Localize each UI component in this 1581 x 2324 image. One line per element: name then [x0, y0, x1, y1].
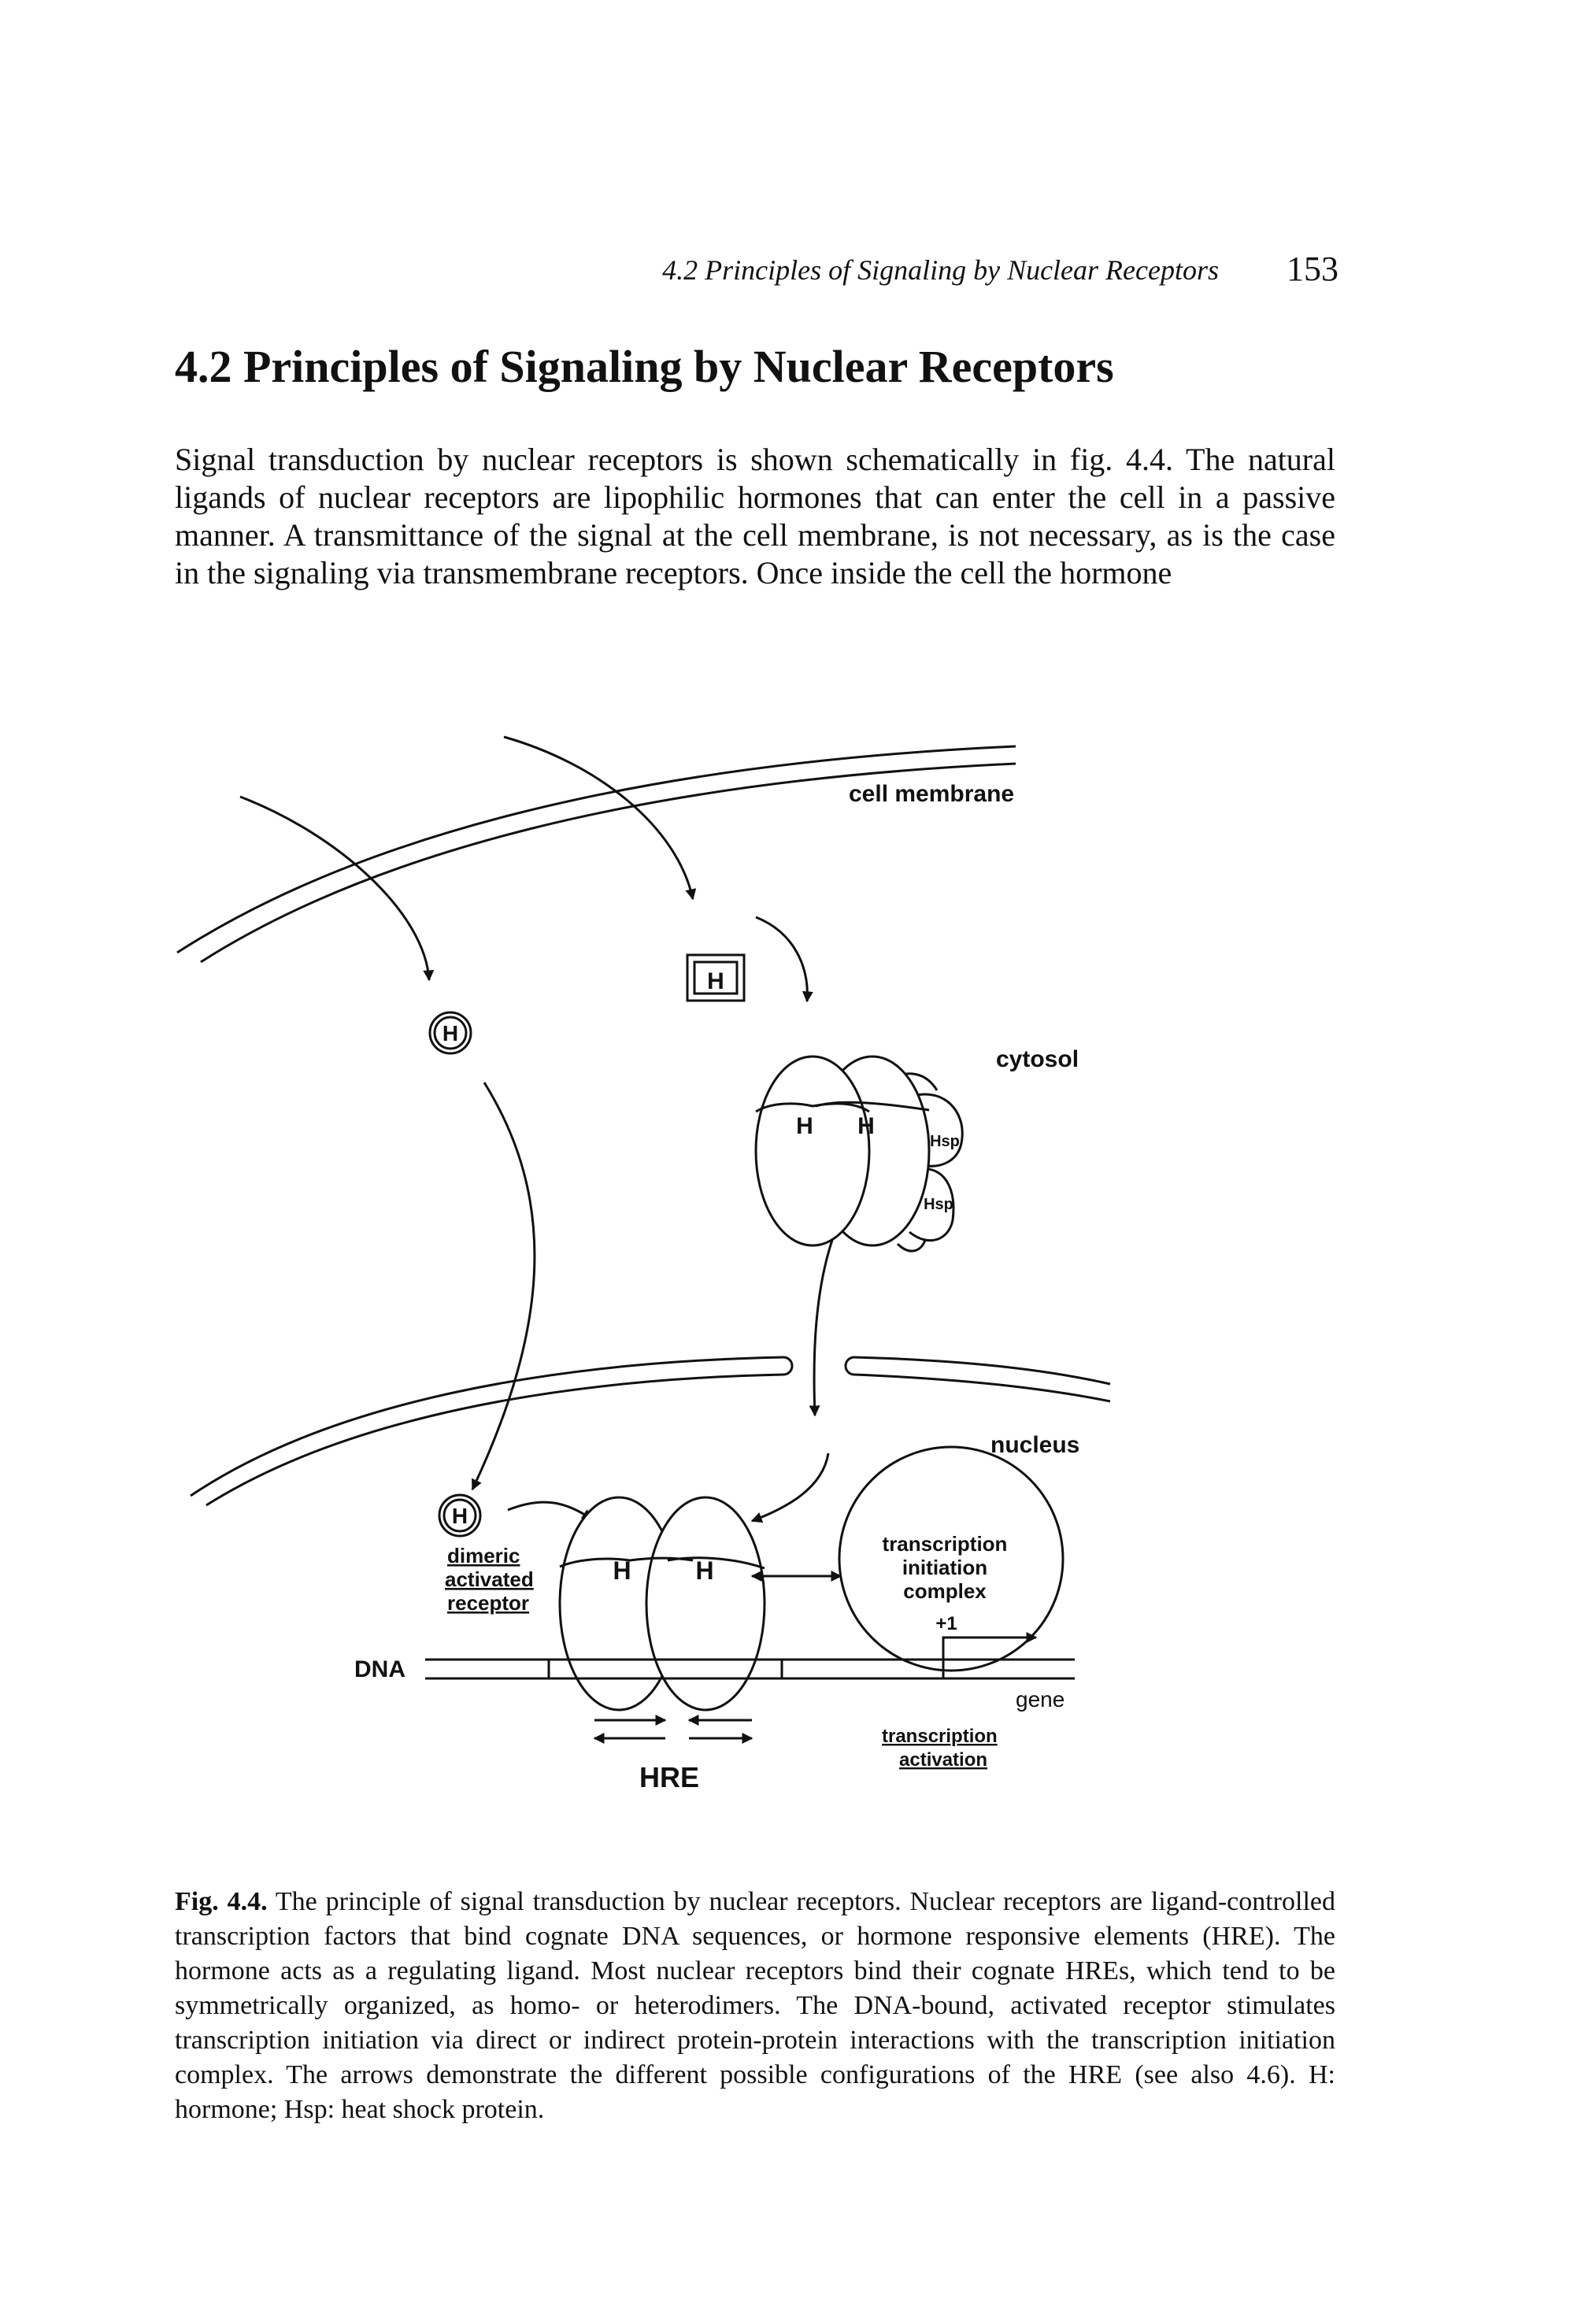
page-number: 153 [1287, 250, 1338, 288]
hormone-entry-arrow-left [239, 795, 435, 982]
hormone-label-dimer-2: H [695, 1556, 713, 1585]
hormone-label-box: H [707, 968, 724, 994]
label-tic-3: complex [903, 1579, 987, 1603]
label-nucleus: nucleus [990, 1432, 1079, 1458]
transcription-start-arrow [942, 1632, 1038, 1678]
hormone-circle-lower [438, 1493, 482, 1538]
hormone-label-upper: H [442, 1021, 458, 1045]
nuclear-envelope-outer [190, 1356, 784, 1497]
label-hre: HRE [639, 1761, 699, 1793]
caption-label: Fig. 4.4. [175, 1887, 268, 1916]
nuclear-envelope-right-outer [853, 1356, 1111, 1386]
label-cell-membrane: cell membrane [849, 781, 1014, 807]
hormone-box [686, 953, 746, 1002]
label-gene: gene [1016, 1687, 1064, 1712]
label-tic-2: initiation [902, 1556, 987, 1579]
nuclear-pore-right [844, 1356, 855, 1376]
hsp-protein-upper [913, 1093, 964, 1168]
hormone-entry-arrow-right [503, 735, 697, 901]
hormone-label-lower: H [452, 1504, 468, 1528]
label-cytosol: cytosol [996, 1046, 1079, 1072]
label-dimeric-3: receptor [447, 1591, 529, 1615]
cell-membrane-outer [176, 745, 1016, 954]
nuclear-envelope-inner [205, 1373, 784, 1507]
hormone-label-dimer-1: H [613, 1556, 631, 1585]
label-ta-2: activation [899, 1749, 987, 1771]
label-dna: DNA [354, 1656, 405, 1682]
caption-text: The principle of signal transduction by … [175, 1887, 1335, 2124]
running-head-title: 4.2 Principles of Signaling by Nuclear R… [662, 254, 1219, 286]
section-title: 4.2 Principles of Signaling by Nuclear R… [175, 341, 1114, 392]
hsp-label-upper: Hsp [930, 1133, 960, 1150]
hormone-circle-upper [428, 1011, 472, 1055]
nuclear-envelope-right-inner [853, 1373, 1111, 1403]
cell-membrane-inner [200, 762, 1016, 964]
label-ta-1: transcription [882, 1726, 998, 1747]
nuclear-pore-left [783, 1356, 794, 1376]
body-paragraph: Signal transduction by nuclear receptors… [175, 442, 1335, 590]
hormone-binding-arrow [507, 1501, 594, 1521]
label-dimeric-1: dimeric [447, 1544, 520, 1567]
hsp-label-lower: Hsp [924, 1196, 953, 1213]
hsp-protein-lower [909, 1167, 955, 1242]
hormone-label-cytosol-1: H [796, 1113, 813, 1139]
hormone-label-cytosol-2: H [857, 1113, 875, 1139]
transcription-initiation-complex [838, 1445, 1064, 1672]
receptor-to-nucleus-arrow [809, 1237, 835, 1417]
running-head: 4.2 Principles of Signaling by Nuclear R… [0, 250, 1581, 293]
hormone-path-arrow-left [471, 1082, 536, 1491]
label-plus-one: +1 [935, 1613, 957, 1634]
hormone-to-receptor-arrow [755, 916, 813, 1003]
figure-4-4: cell membrane cytosol nucleus H H H H H … [0, 709, 1581, 1889]
label-dimeric-2: activated [445, 1567, 534, 1591]
nuclear-receptor-arrow [750, 1452, 830, 1523]
nuclear-receptor-diagram: cell membrane cytosol nucleus H H H H H … [176, 735, 1111, 1793]
figure-caption: Fig. 4.4. The principle of signal transd… [175, 1885, 1335, 2127]
dimeric-receptor-right [645, 1496, 766, 1712]
receptor-monomer-left [754, 1055, 871, 1247]
label-tic-1: transcription [883, 1532, 1008, 1556]
hre-element [547, 1658, 783, 1680]
